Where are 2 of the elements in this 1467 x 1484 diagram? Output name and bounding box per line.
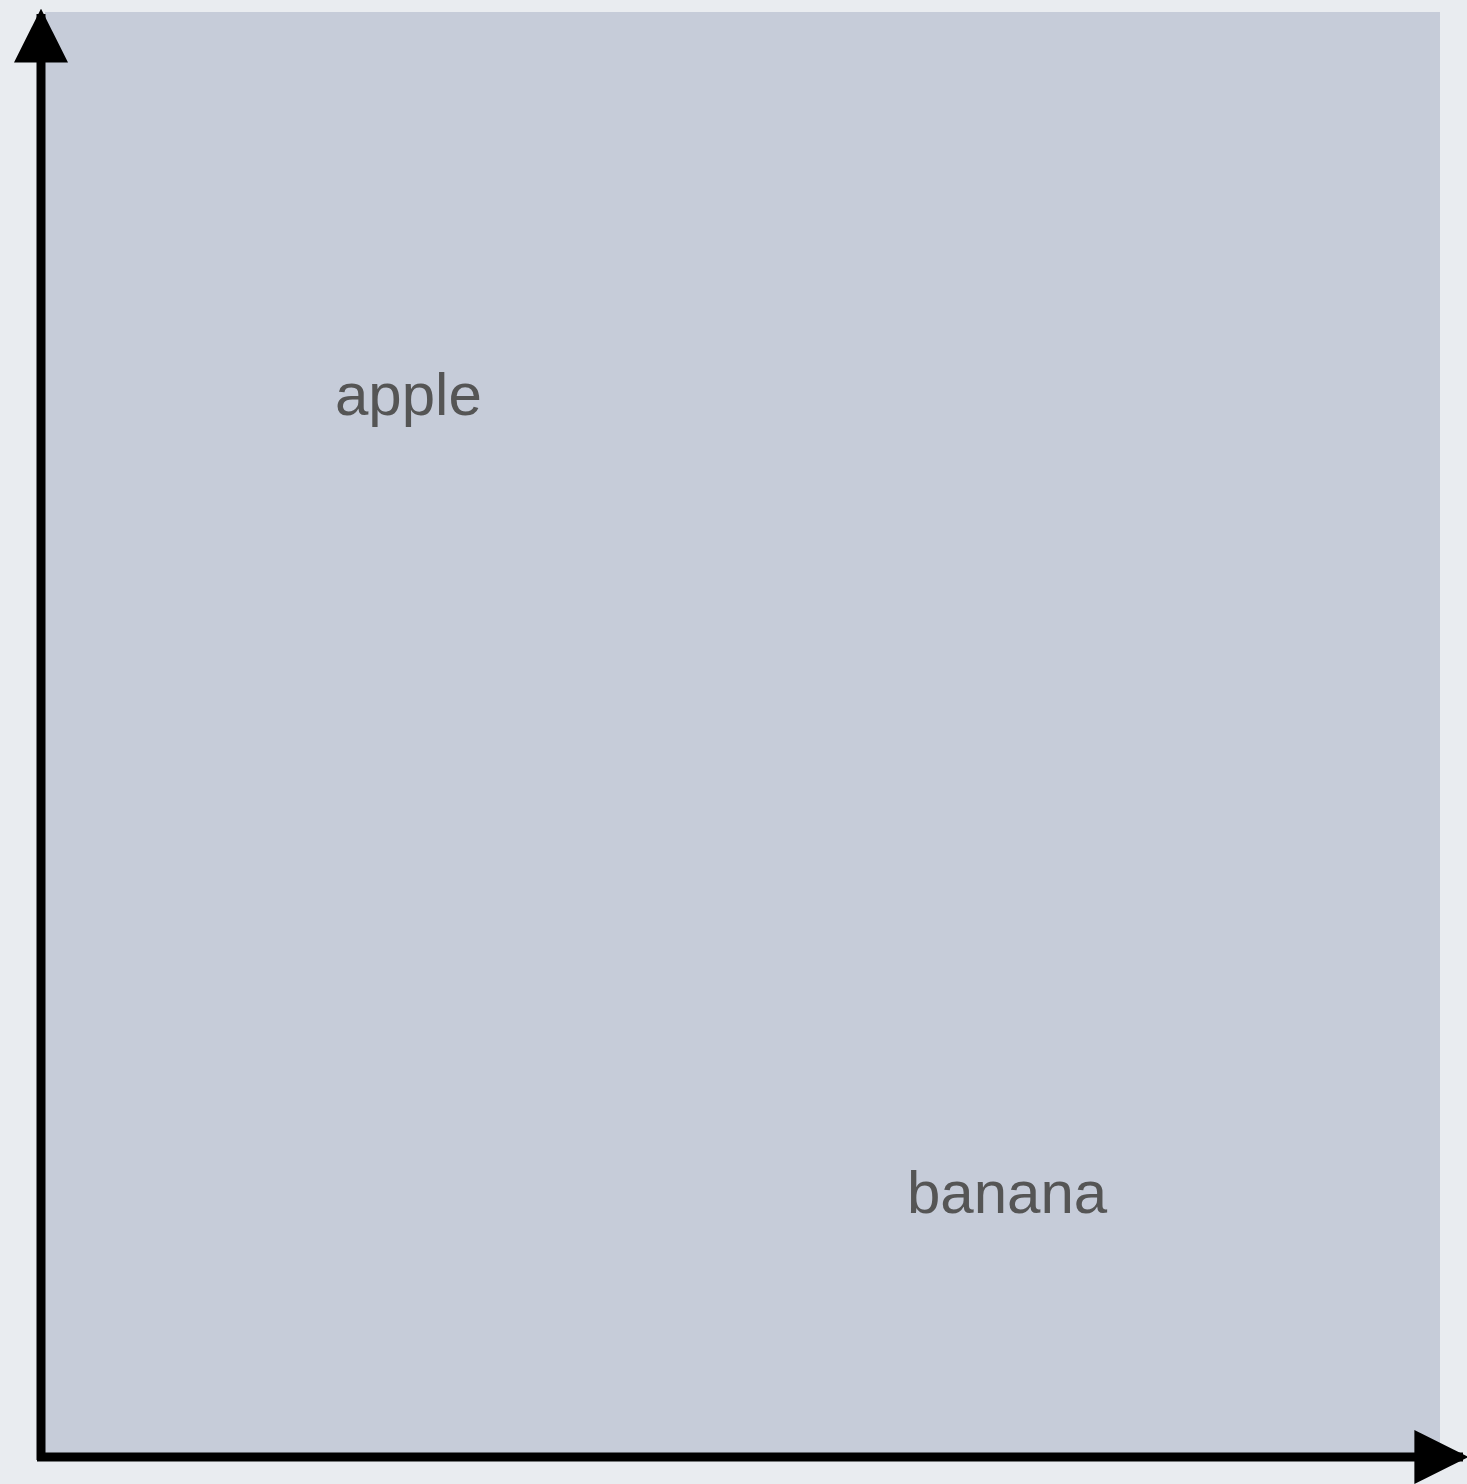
point-label: apple (335, 365, 482, 425)
point-label: banana (907, 1163, 1108, 1223)
